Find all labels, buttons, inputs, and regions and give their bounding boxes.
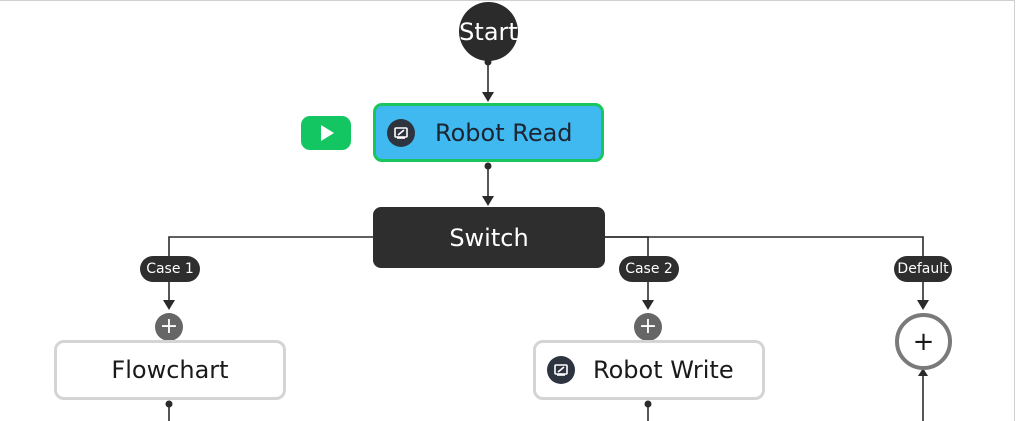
case-1-label: Case 1 [146, 261, 194, 277]
connector-switch-case-2 [605, 236, 649, 256]
port-flowchart-out[interactable] [165, 400, 173, 408]
start-label: Start [459, 17, 518, 46]
default-label: Default [897, 261, 949, 277]
default-badge[interactable]: Default [894, 256, 952, 282]
start-node[interactable]: Start [459, 2, 518, 61]
connector-switch-default [605, 236, 924, 256]
flowchart-label: Flowchart [111, 356, 229, 384]
switch-label: Switch [449, 223, 529, 252]
robot-write-node[interactable]: Robot Write [533, 340, 765, 400]
port-robot-read-out[interactable] [484, 162, 492, 170]
case-1-badge[interactable]: Case 1 [140, 256, 200, 282]
robot-read-node[interactable]: Robot Read [373, 103, 604, 162]
add-activity-default-button[interactable]: + [895, 313, 952, 370]
connector-switch-case-1 [168, 236, 373, 256]
case-2-badge[interactable]: Case 2 [619, 256, 679, 282]
robot-write-label: Robot Write [593, 356, 734, 384]
add-activity-case-1-button[interactable]: + [155, 313, 183, 341]
run-step-button[interactable] [301, 116, 351, 150]
flowchart-node[interactable]: Flowchart [54, 340, 286, 400]
robot-read-label: Robot Read [435, 118, 573, 147]
robot-icon [547, 356, 575, 384]
plus-icon: + [159, 314, 179, 339]
add-activity-case-2-button[interactable]: + [634, 313, 662, 341]
play-icon [321, 125, 334, 141]
case-2-label: Case 2 [625, 261, 673, 277]
plus-icon: + [638, 314, 658, 339]
robot-icon [387, 118, 415, 147]
port-robot-write-out[interactable] [644, 400, 652, 408]
switch-node[interactable]: Switch [373, 207, 605, 268]
plus-icon: + [912, 326, 935, 357]
